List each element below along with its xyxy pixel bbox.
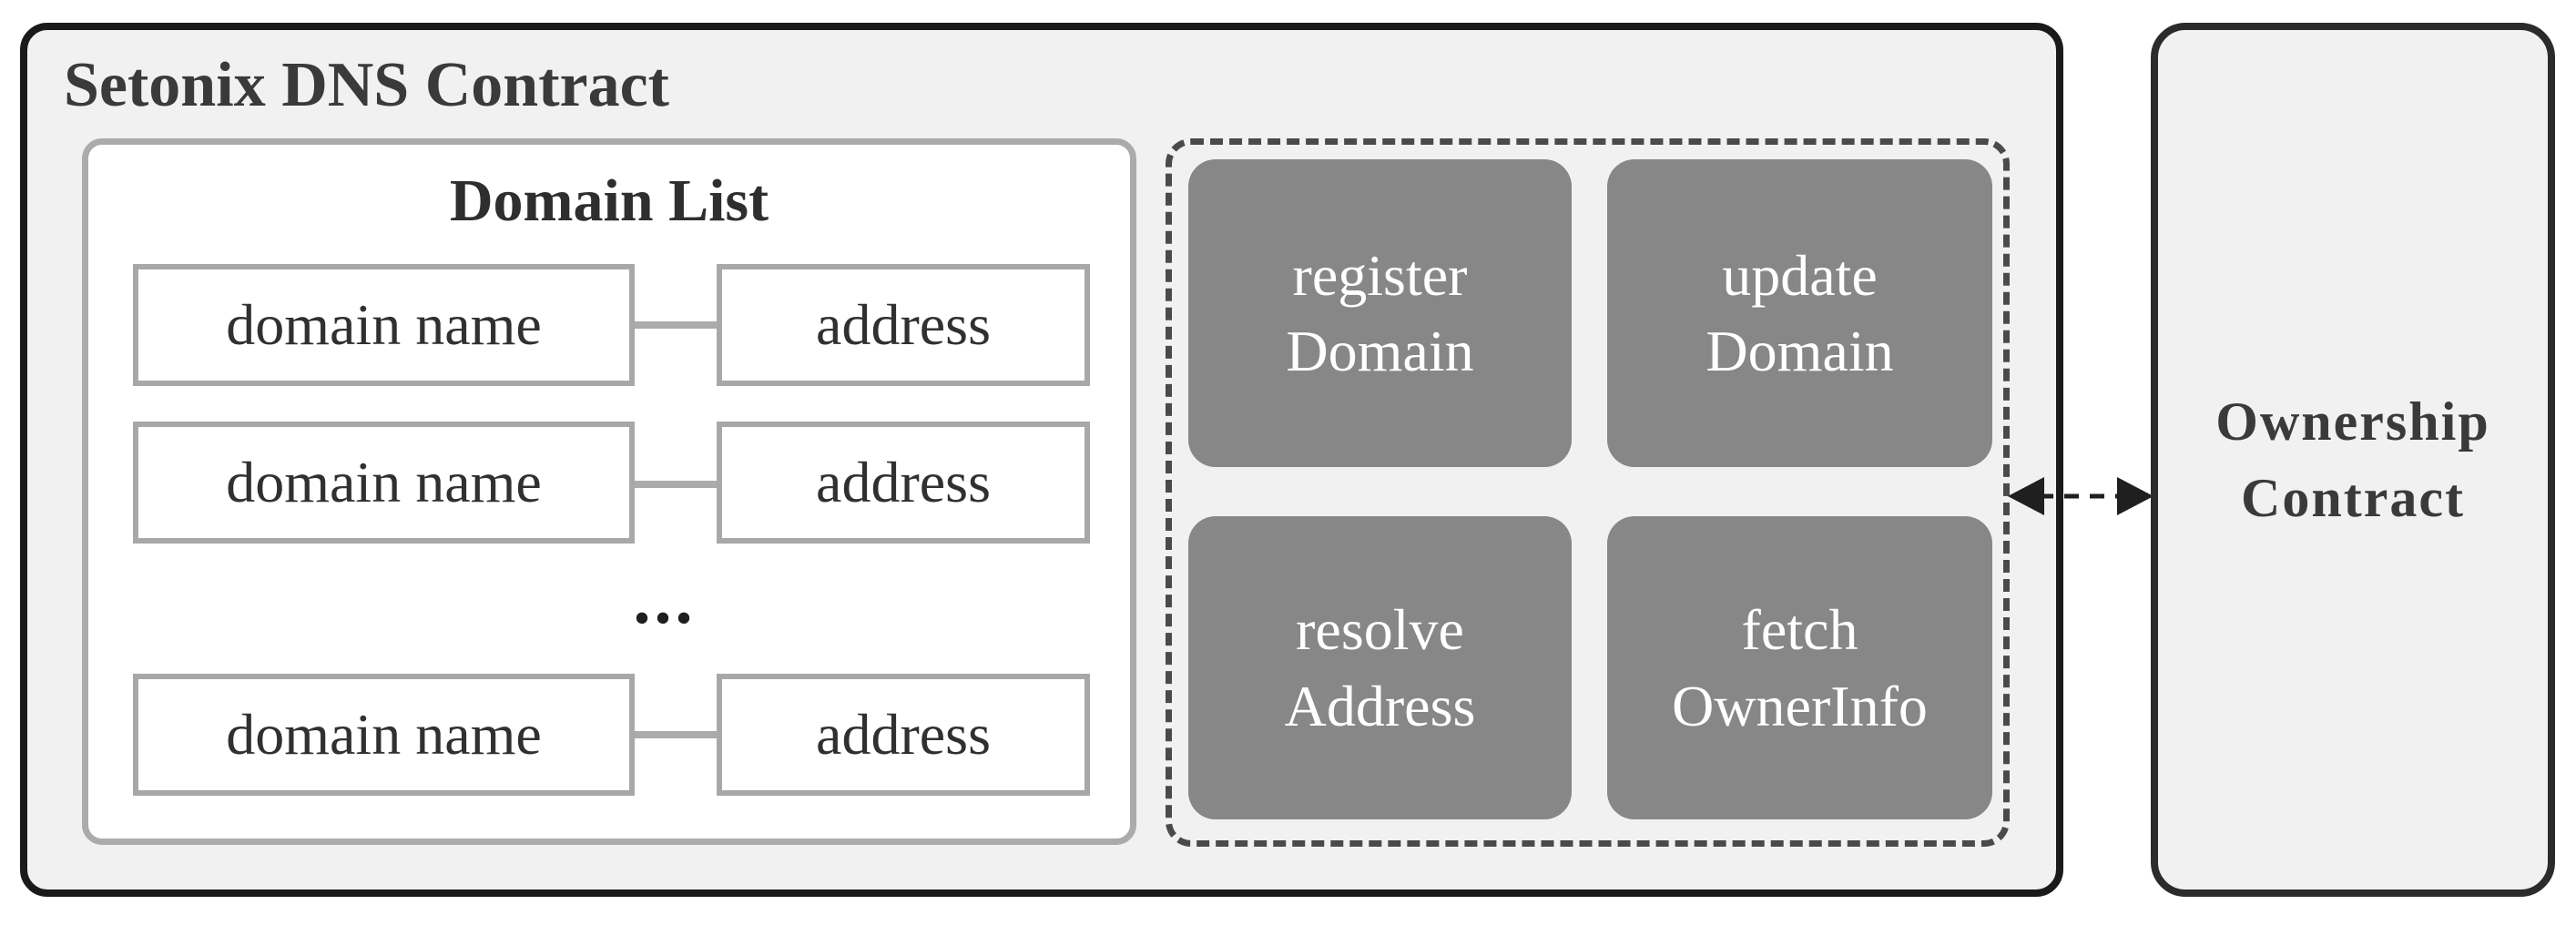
setonix-dns-contract-box: Setonix DNS Contract Domain List domain … [20, 23, 2063, 897]
row-connector-line [635, 481, 717, 488]
row-connector-line [635, 731, 717, 738]
domain-name-box: domain name [133, 264, 635, 386]
fetch-ownerinfo-function: fetch OwnerInfo [1607, 516, 1992, 819]
resolve-address-function: resolve Address [1188, 516, 1572, 819]
functions-dashed-container: register Domain update Domain resolve Ad… [1166, 138, 2010, 847]
address-box: address [717, 264, 1090, 386]
update-domain-function: update Domain [1607, 159, 1992, 467]
domain-list-box: Domain List domain name address domain n… [82, 138, 1136, 845]
domain-name-box: domain name [133, 422, 635, 544]
ownership-contract-box: Ownership Contract [2151, 23, 2555, 897]
domain-name-box: domain name [133, 674, 635, 796]
bidirectional-dashed-arrow [2008, 477, 2153, 515]
dns-contract-title: Setonix DNS Contract [64, 50, 669, 120]
address-box: address [717, 422, 1090, 544]
row-connector-line [635, 321, 717, 329]
address-box: address [717, 674, 1090, 796]
ownership-contract-title: Ownership Contract [2215, 391, 2490, 528]
domain-list-title: Domain List [449, 168, 769, 234]
ellipsis-more-rows: ... [633, 562, 697, 638]
register-domain-function: register Domain [1188, 159, 1572, 467]
